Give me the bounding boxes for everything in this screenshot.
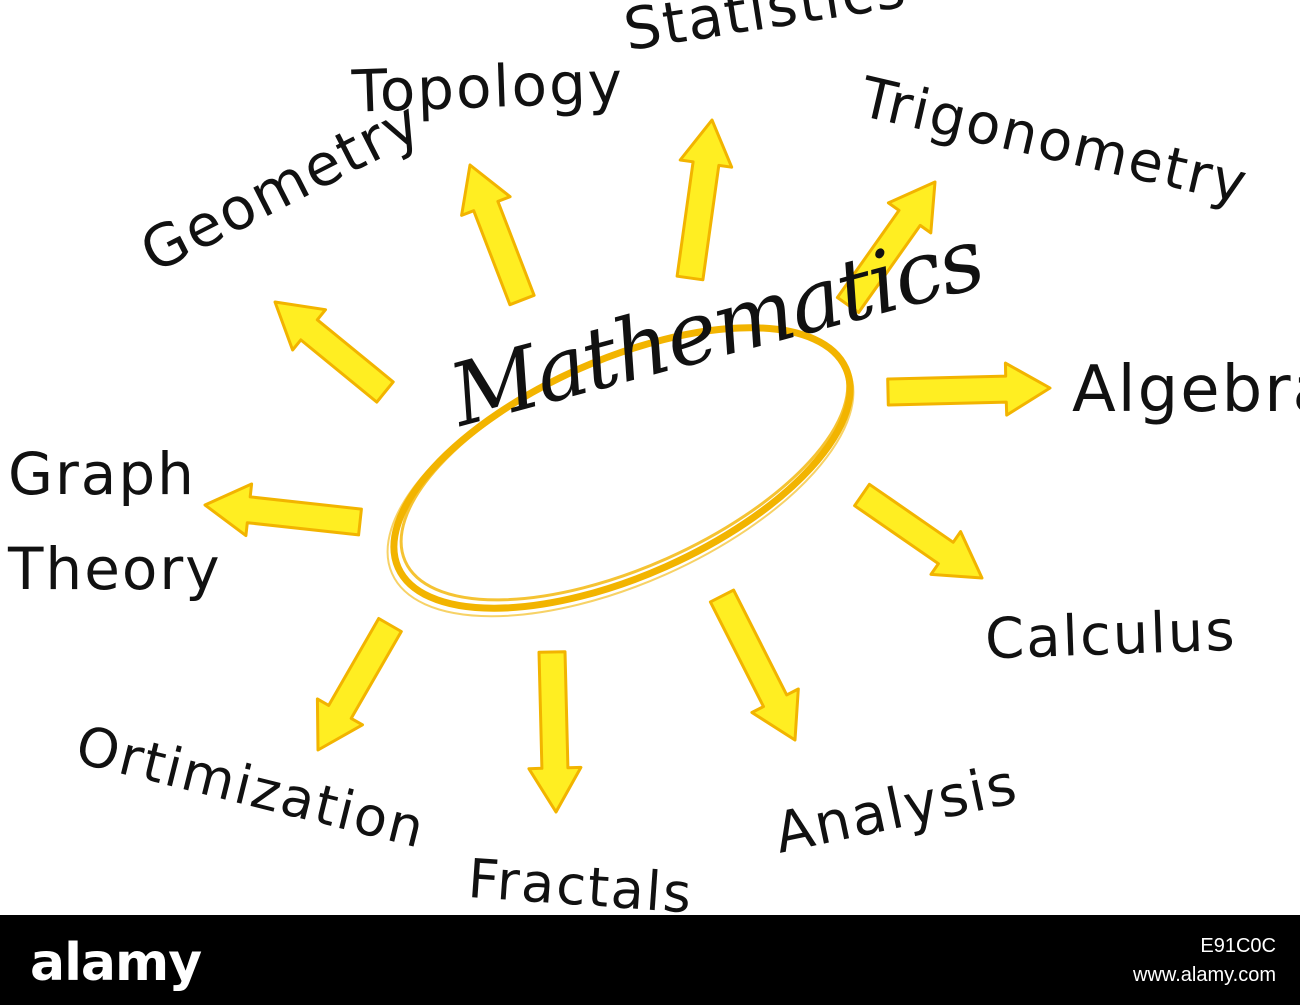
arrow-calculus <box>853 482 984 580</box>
arrow-group <box>203 118 1052 814</box>
branch-algebra: Algebra <box>1072 353 1300 427</box>
arrow-ortimization <box>315 617 403 752</box>
ellipse-stroke <box>386 326 855 618</box>
arrow-graph-theory <box>203 482 363 538</box>
footer-bar: alamy E91C0C www.alamy.com <box>0 915 1300 1005</box>
ellipse-stroke <box>399 325 850 602</box>
alamy-logo: alamy <box>30 933 202 993</box>
arrow-topology <box>460 163 536 307</box>
arrow-geometry <box>273 300 395 404</box>
center-ellipse <box>386 324 855 618</box>
branch-theory: Theory <box>8 535 222 603</box>
branch-graph: Graph <box>8 440 196 508</box>
arrow-algebra <box>886 361 1052 417</box>
image-id: E91C0C <box>1200 935 1276 957</box>
diagram-canvas <box>203 118 1052 814</box>
footer-meta: E91C0C www.alamy.com <box>1133 935 1276 987</box>
arrow-statistics <box>675 118 734 282</box>
branch-fractals: Fractals <box>465 847 696 926</box>
arrow-analysis <box>708 588 800 742</box>
footer-url: www.alamy.com <box>1133 964 1276 986</box>
arrow-fractals <box>527 650 583 814</box>
branch-calculus: Calculus <box>983 598 1238 673</box>
arrow-trigonometry <box>835 180 937 314</box>
